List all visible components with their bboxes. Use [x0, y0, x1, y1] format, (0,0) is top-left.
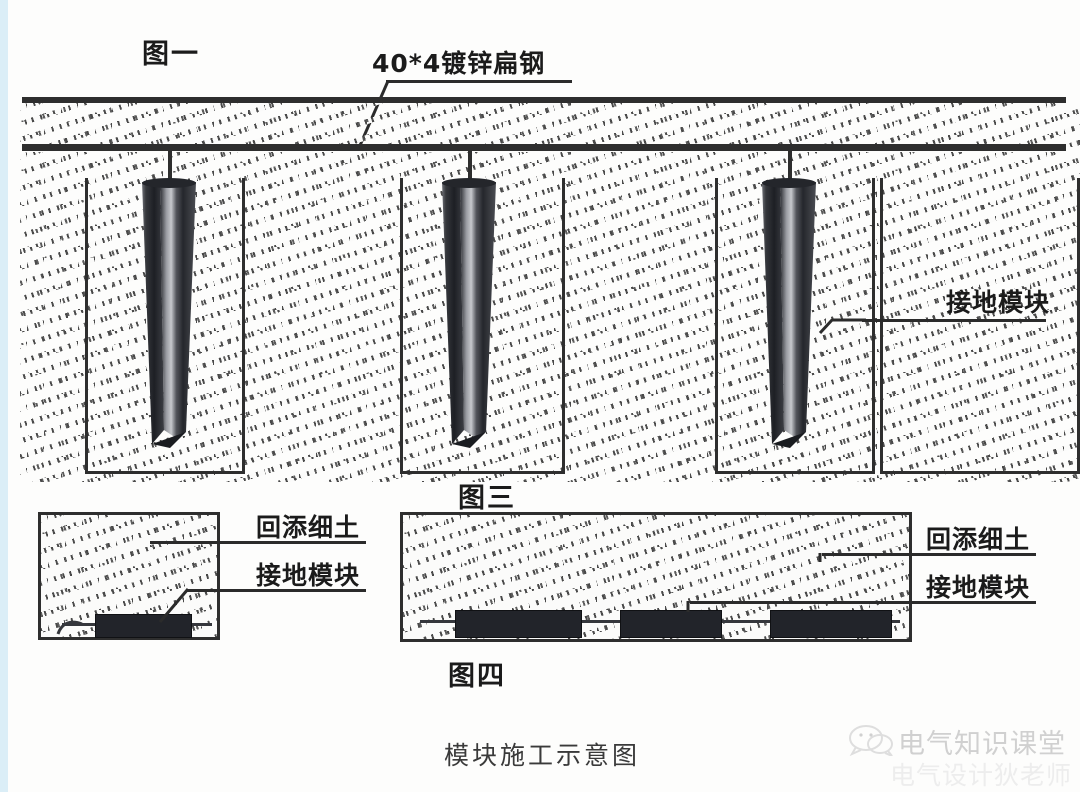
- grounding-electrode-1: [130, 148, 210, 448]
- main-soil-body: [20, 152, 1080, 482]
- figure-3-module-leader-diagonal: [158, 588, 190, 623]
- soil-hatch-main: [20, 152, 1080, 482]
- trench-2: [400, 178, 565, 474]
- grounding-electrode-3: [750, 148, 830, 448]
- figure-4-module-leader: [690, 601, 1036, 604]
- figure-1-label: 图一: [142, 39, 200, 70]
- ground-surface-line: [22, 97, 1066, 103]
- figure-4-module-label: 接地模块: [926, 573, 1031, 602]
- wechat-bubble-icon: [849, 725, 893, 756]
- flat-steel-label: 40*4镀锌扁钢: [372, 49, 546, 78]
- figure-3-backfill-label: 回添细土: [256, 513, 361, 542]
- galvanized-flat-steel-bar: [22, 144, 1066, 151]
- grounding-electrode-2: [430, 148, 510, 448]
- flat-steel-leader-horizontal: [386, 80, 572, 83]
- backfill-soil-band: [20, 103, 1080, 147]
- trench-3: [715, 178, 875, 474]
- figure-4-module-leader-kink: [686, 601, 690, 612]
- grounding-module-leader-horizontal: [862, 319, 1046, 322]
- figure-3-label: 图三: [458, 483, 516, 514]
- main-caption: 模块施工示意图: [444, 741, 641, 770]
- left-edge-strip: [0, 0, 8, 792]
- figure-3-conductor-tail: [56, 620, 83, 635]
- grounding-module-label-main: 接地模块: [946, 288, 1051, 317]
- figure-4-grounding-module-1: [455, 610, 582, 638]
- figure-3-grounding-module: [95, 614, 192, 638]
- watermark-line-2: 电气设计狄老师: [890, 761, 1073, 790]
- figure-4-backfill-leader-kink: [818, 553, 822, 562]
- soil-hatch-top: [20, 103, 1080, 147]
- figure-4-label: 图四: [448, 661, 506, 692]
- figure-3-module-leader: [186, 589, 366, 592]
- figure-4-backfill-label: 回添细土: [926, 525, 1031, 554]
- figure-4-grounding-module-2: [620, 610, 722, 638]
- figure-4-backfill-leader: [822, 553, 1036, 556]
- figure-3-module-label: 接地模块: [256, 561, 361, 590]
- watermark-line-1: 电气知识课堂: [898, 729, 1066, 760]
- figure-3-backfill-leader: [150, 541, 366, 544]
- figure-4-grounding-module-3: [770, 610, 892, 638]
- trench-4: [880, 178, 1080, 474]
- grounding-module-leader-kink: [818, 318, 866, 335]
- trench-1: [85, 178, 245, 474]
